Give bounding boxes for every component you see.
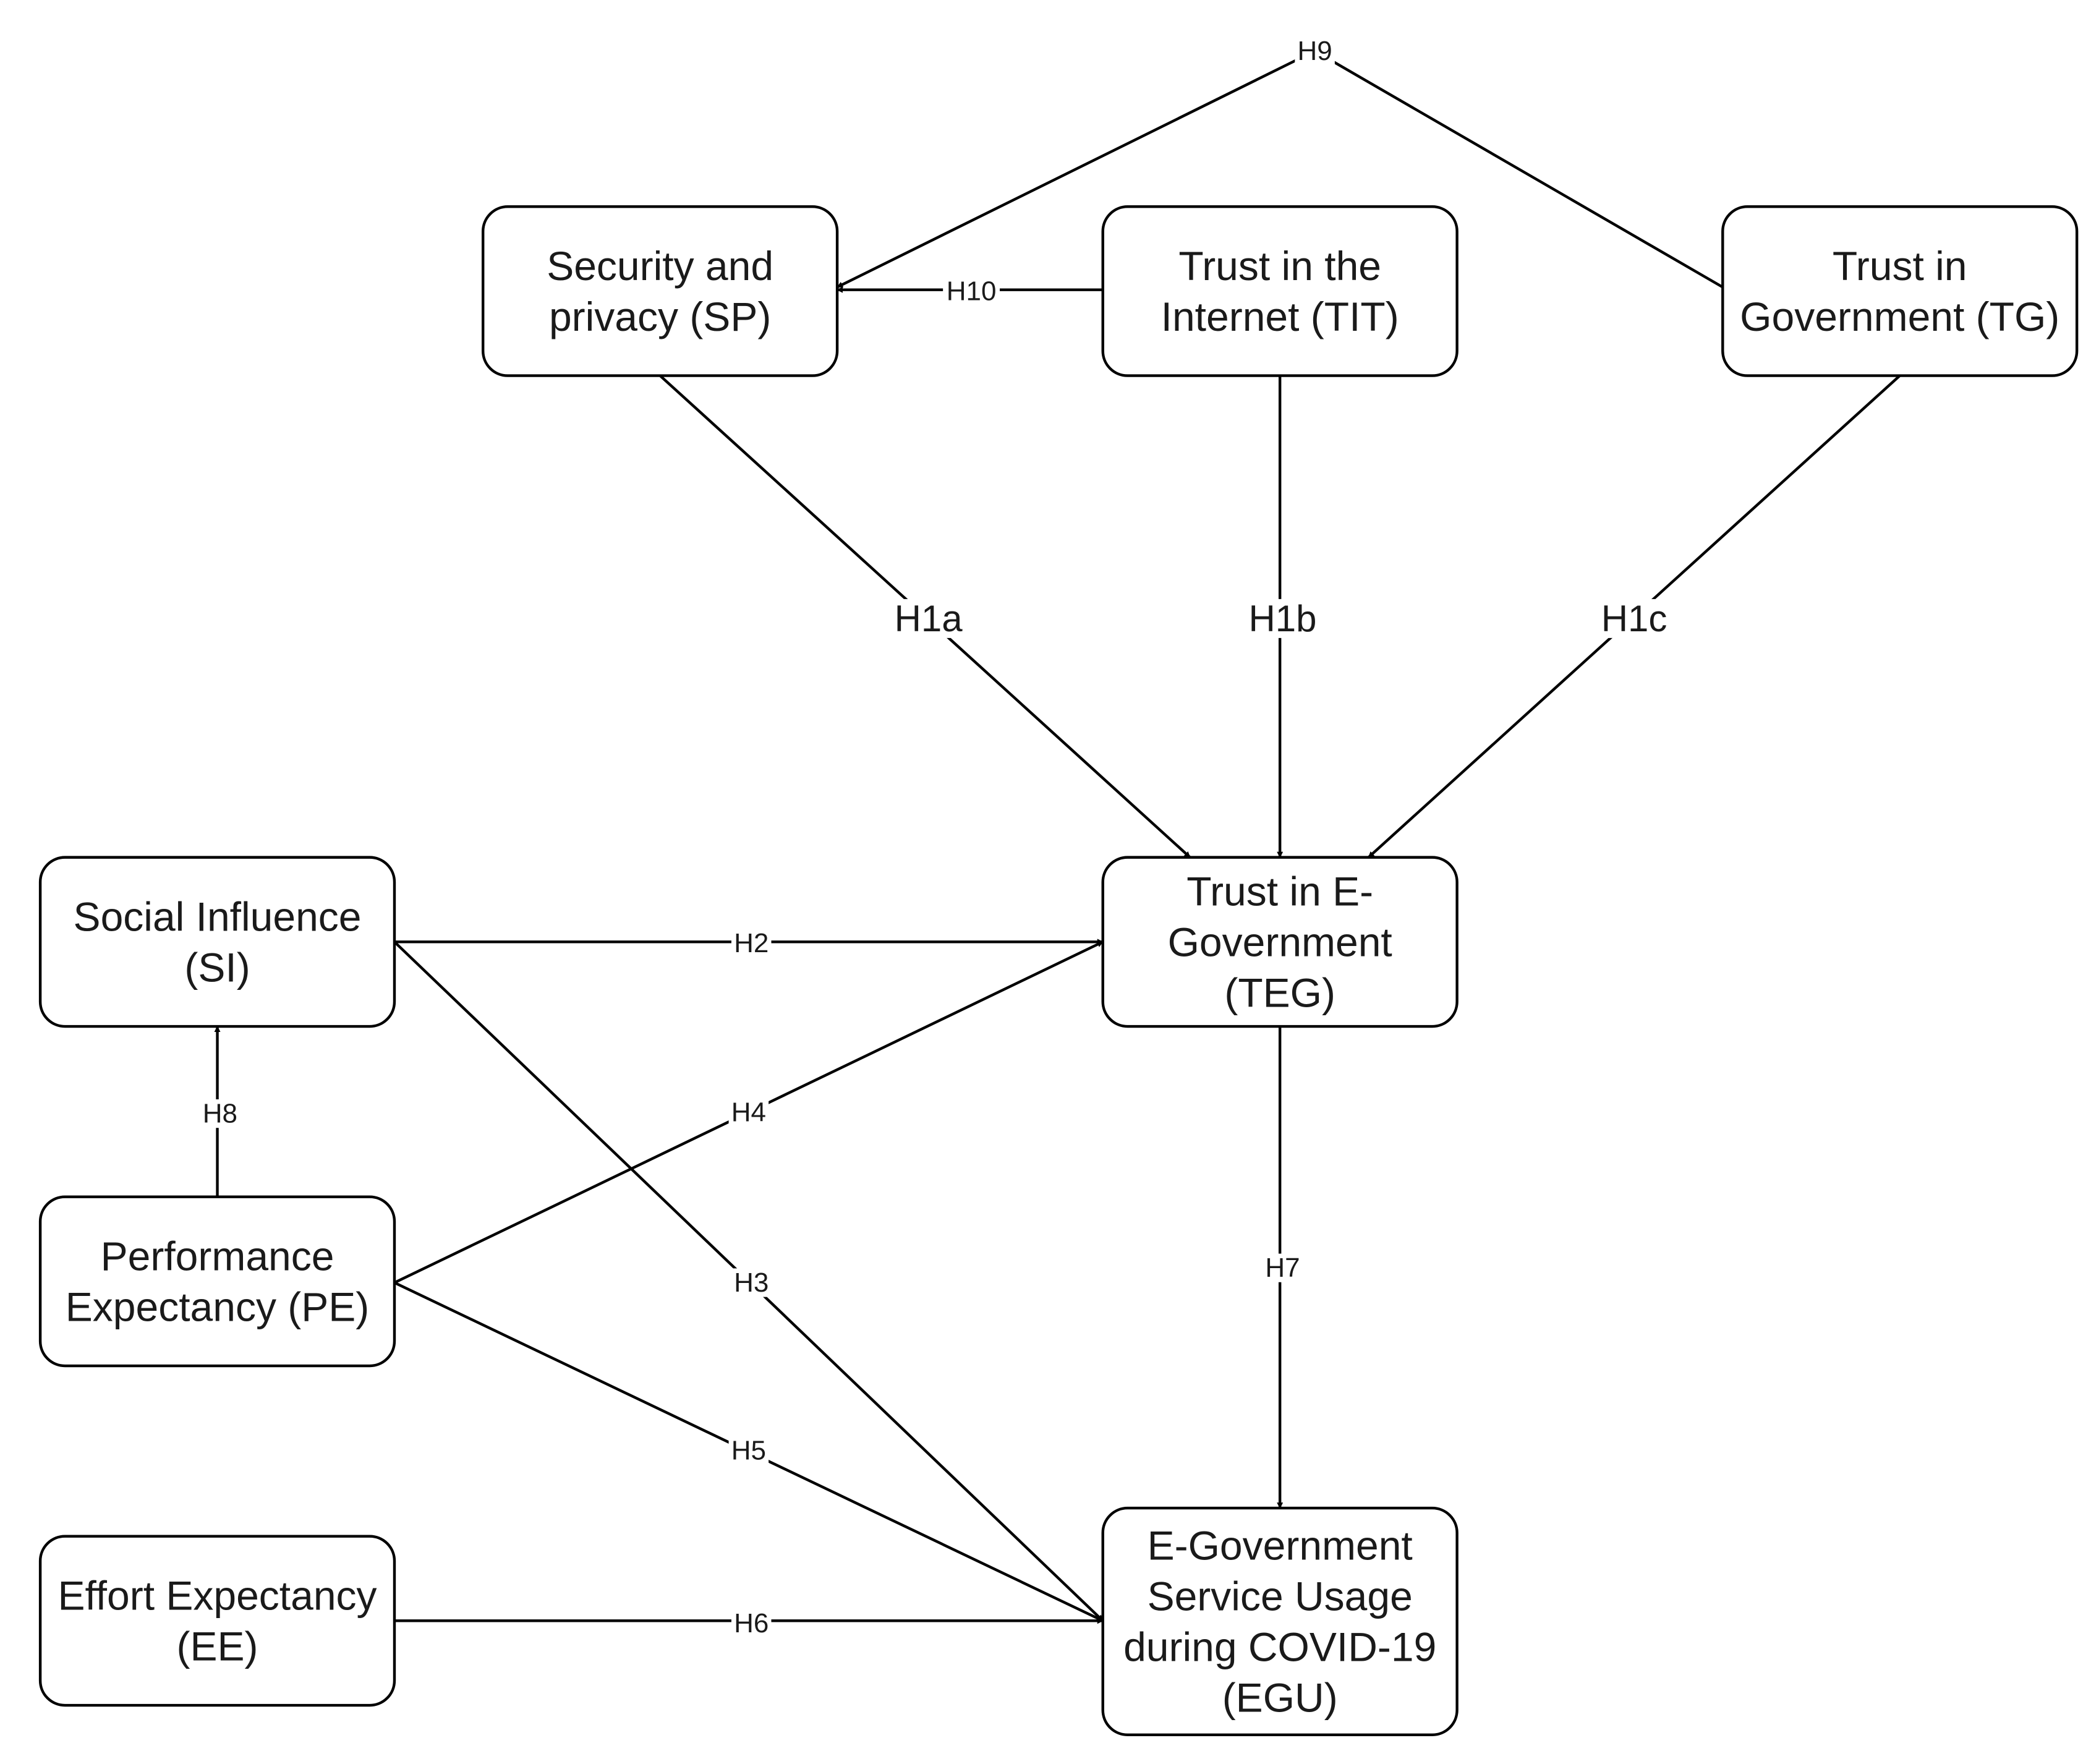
node-tg: Trust in Government (TG) xyxy=(1721,205,2079,377)
node-label-line: Expectancy (PE) xyxy=(66,1284,370,1329)
node-box xyxy=(38,1195,396,1368)
node-label-line: Trust in the xyxy=(1178,243,1381,289)
edge-label-h5: H5 xyxy=(731,1435,766,1465)
edge-label-h10: H10 xyxy=(947,276,997,306)
node-box xyxy=(1101,1506,1459,1737)
node-teg: Trust in E- Government(TEG) xyxy=(1101,856,1459,1028)
edge-label-background xyxy=(1295,36,1335,66)
edge-label-background xyxy=(1596,599,1672,638)
node-label-line: Performance xyxy=(101,1233,334,1279)
edges xyxy=(214,49,1901,1624)
edge-label-background xyxy=(731,1268,772,1297)
node-label-line: during COVID-19 xyxy=(1123,1624,1436,1669)
edge-label-background xyxy=(728,1097,769,1127)
node-label-line: (EE) xyxy=(177,1623,258,1669)
node-box xyxy=(482,205,839,377)
node-label-line: Trust in xyxy=(1833,243,1967,289)
node-sp: Security and privacy (SP) xyxy=(482,205,839,377)
edge-label-background xyxy=(1263,1253,1303,1282)
node-box xyxy=(38,1535,396,1707)
edge-label-background xyxy=(200,1099,241,1128)
node-label-line: privacy (SP) xyxy=(549,294,771,339)
node-label-line: Service Usage xyxy=(1148,1573,1413,1619)
edge-label-background xyxy=(728,1436,769,1465)
edge-label-h1b: H1b xyxy=(1248,598,1316,639)
edge-label-background xyxy=(1245,599,1321,638)
edge-label-background xyxy=(943,276,1000,305)
node-label-line: Trust in E- xyxy=(1186,868,1373,914)
edge-label-h9: H9 xyxy=(1297,36,1332,66)
edge-label-h7: H7 xyxy=(1265,1253,1300,1283)
edge-label-h2: H2 xyxy=(734,928,769,958)
node-si: Social Influence (SI) xyxy=(38,856,396,1028)
node-box xyxy=(1721,205,2079,377)
edge-label-h1a: H1a xyxy=(895,598,963,639)
edge-label-background xyxy=(731,929,772,958)
node-box xyxy=(38,856,396,1028)
node-label-line: (EGU) xyxy=(1222,1674,1338,1720)
nodes: Security and privacy (SP) Trust in theInte… xyxy=(38,205,2079,1737)
node-label-line: E-Government xyxy=(1148,1522,1413,1568)
node-label-line: Security and xyxy=(547,243,773,289)
node-label-line: Government (TG) xyxy=(1740,294,2059,339)
node-label-line: Effort Expectancy xyxy=(58,1572,377,1618)
edge-label-background xyxy=(890,599,966,638)
node-label-line: Government xyxy=(1168,919,1392,965)
edge-label-h1c: H1c xyxy=(1601,598,1667,639)
edge-label-h4: H4 xyxy=(731,1097,766,1127)
node-label-line: (TEG) xyxy=(1224,969,1335,1015)
node-box xyxy=(1101,205,1459,377)
edge-label-h6: H6 xyxy=(734,1608,769,1638)
node-label-line: Social Influence xyxy=(74,893,362,939)
edge-label-background xyxy=(731,1609,772,1638)
edge-label-h3: H3 xyxy=(734,1268,769,1298)
node-box xyxy=(1101,856,1459,1028)
edge-label-h8: H8 xyxy=(203,1099,237,1129)
node-ee: Effort Expectancy (EE) xyxy=(38,1535,396,1707)
node-label-line: Internet (TIT) xyxy=(1161,294,1399,339)
node-label-line: (SI) xyxy=(184,944,250,990)
